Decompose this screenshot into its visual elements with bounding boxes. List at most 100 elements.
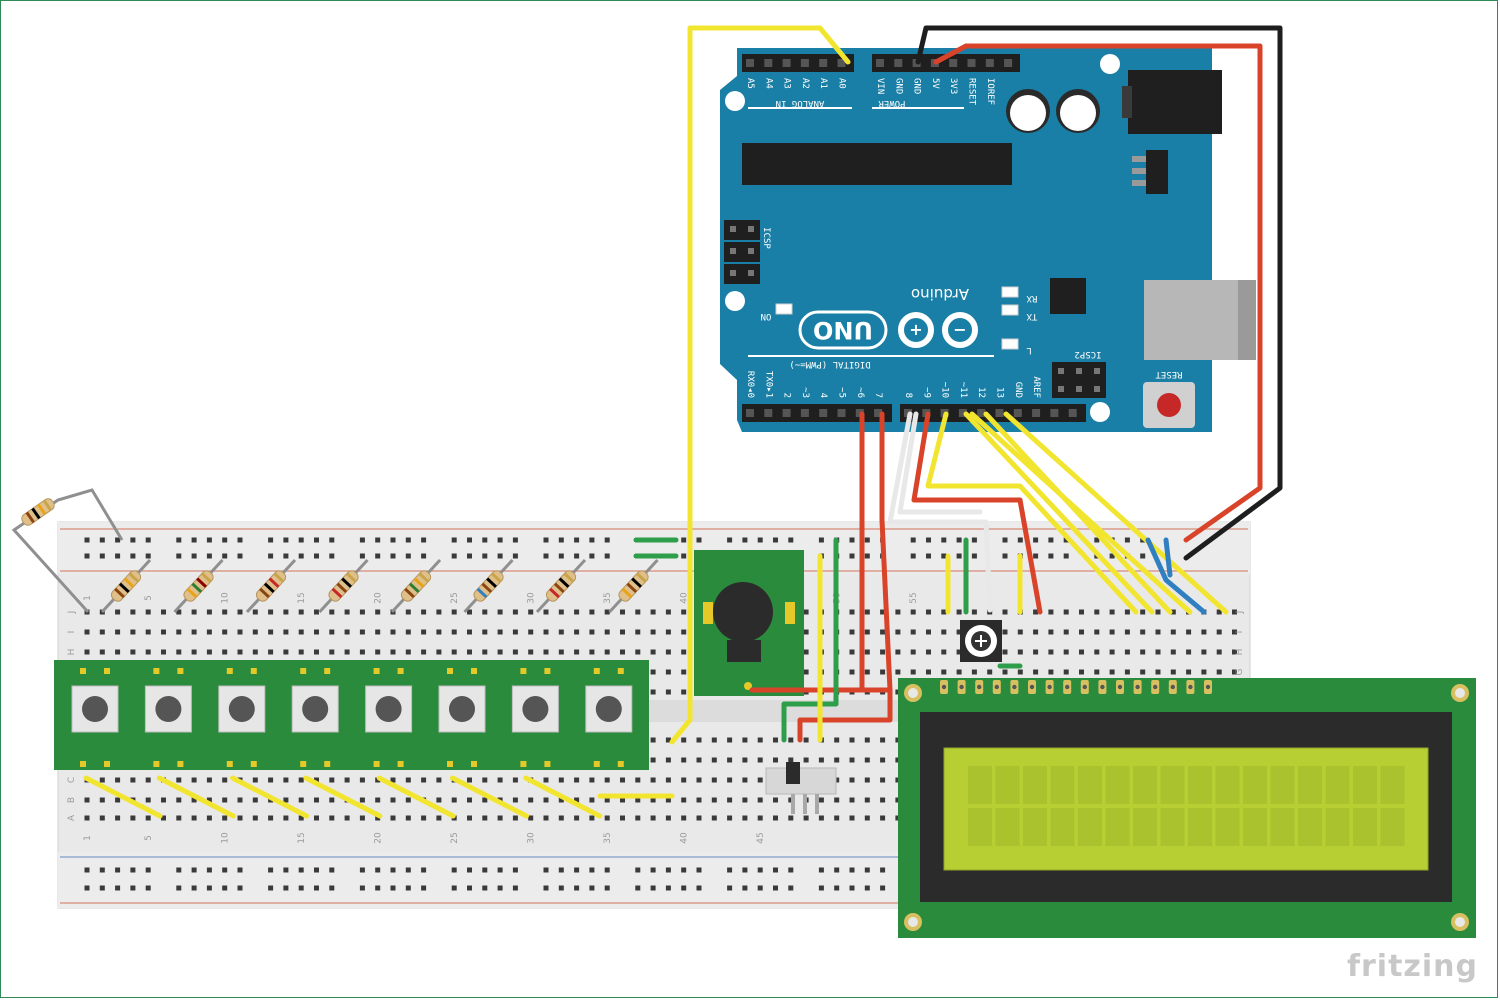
header-pin-hole <box>1068 409 1077 417</box>
breadboard-hole <box>635 629 641 635</box>
breadboard-hole <box>681 885 687 891</box>
column-number: 30 <box>527 832 537 844</box>
breadboard-hole <box>283 553 289 559</box>
breadboard-hole <box>864 737 870 743</box>
digital-pin-label: 8 <box>903 393 913 398</box>
breadboard-hole <box>574 867 580 873</box>
resistor-band <box>626 582 638 594</box>
icsp2-pin-tip <box>1076 368 1082 374</box>
breadboard-hole <box>390 553 396 559</box>
pushbutton-pad <box>447 668 453 674</box>
row-letter: C <box>67 777 77 783</box>
icsp-pin-tip <box>730 270 736 276</box>
breadboard-hole <box>206 629 212 635</box>
buzzer-pin <box>744 682 752 690</box>
breadboard-hole <box>512 885 518 891</box>
breadboard-hole <box>436 649 442 655</box>
row-letter: J <box>67 611 77 615</box>
breadboard-hole <box>803 609 809 615</box>
breadboard-hole <box>727 537 733 543</box>
breadboard-hole <box>222 553 228 559</box>
breadboard-hole <box>482 885 488 891</box>
breadboard-hole <box>436 609 442 615</box>
icsp2-pin-tip <box>1058 386 1064 392</box>
lcd-pin-hole <box>1012 684 1017 690</box>
breadboard-hole <box>1109 629 1115 635</box>
breadboard-hole <box>1170 609 1176 615</box>
breadboard-hole <box>788 797 794 803</box>
analog-label-group: A1 <box>818 78 828 89</box>
analog-pin-label: A2 <box>800 78 810 89</box>
breadboard-hole <box>681 737 687 743</box>
breadboard-hole <box>115 885 121 891</box>
breadboard-hole <box>543 629 549 635</box>
breadboard-hole <box>834 757 840 763</box>
breadboard-hole <box>375 537 381 543</box>
row-letter: G <box>1235 668 1245 675</box>
breadboard-hole <box>681 537 687 543</box>
wire-button <box>523 775 603 819</box>
breadboard-hole <box>558 885 564 891</box>
breadboard-hole <box>620 815 625 821</box>
breadboard-hole <box>99 797 105 803</box>
column-number: 10 <box>221 592 231 604</box>
icsp2-pin-tip <box>1094 386 1100 392</box>
breadboard-hole <box>344 609 350 615</box>
power-label-group: GND <box>893 78 903 94</box>
regulator-pin <box>1132 180 1146 186</box>
header-pin-hole <box>800 59 809 67</box>
analog-in-label: ANALOG IN <box>776 98 825 108</box>
resistor-band <box>336 582 348 594</box>
lcd-char-cell <box>1078 766 1102 804</box>
resistor-band <box>200 572 212 583</box>
breadboard-hole <box>237 815 243 821</box>
column-number-top: 1 <box>83 595 93 601</box>
breadboard-hole <box>864 629 870 635</box>
header-pin-hole <box>782 59 791 67</box>
breadboard-hole <box>421 553 427 559</box>
breadboard-hole <box>895 797 901 803</box>
arduino-brand-text: Arduino <box>911 285 969 303</box>
breadboard-hole <box>1094 669 1100 675</box>
breadboard-hole <box>742 797 748 803</box>
resistor-band <box>331 587 343 599</box>
breadboard-hole <box>206 777 212 783</box>
breadboard-hole <box>421 777 427 783</box>
regulator-pin <box>1132 156 1146 162</box>
breadboard-hole <box>191 797 197 803</box>
breadboard-hole <box>558 609 564 615</box>
breadboard-hole <box>711 797 717 803</box>
breadboard-hole <box>176 553 182 559</box>
resistor-band <box>118 582 130 594</box>
breadboard-hole <box>665 629 671 635</box>
breadboard-hole <box>176 867 182 873</box>
breadboard-hole <box>99 867 105 873</box>
breadboard-hole <box>145 815 151 821</box>
power-label-group: GND <box>912 78 922 94</box>
pushbutton-pad <box>177 668 184 674</box>
breadboard-hole <box>298 609 304 615</box>
breadboard-hole <box>115 777 121 783</box>
row-letter-right: I <box>1235 631 1245 634</box>
potentiometer <box>960 620 1002 662</box>
breadboard-hole <box>237 885 243 891</box>
breadboard-hole <box>880 609 886 615</box>
breadboard-hole <box>1140 553 1146 559</box>
breadboard-hole <box>497 867 503 873</box>
breadboard-hole <box>191 815 197 821</box>
breadboard-hole <box>941 669 947 675</box>
breadboard-hole <box>314 609 319 615</box>
header-pin-hole <box>894 59 903 67</box>
breadboard-hole <box>1140 609 1146 615</box>
breadboard-hole <box>1063 537 1069 543</box>
lcd-char-cell <box>1325 766 1350 804</box>
breadboard-hole <box>359 649 365 655</box>
breadboard-hole <box>681 669 687 675</box>
breadboard-hole <box>711 815 717 821</box>
lcd-char-cell <box>1160 808 1185 846</box>
wire-button <box>156 775 236 819</box>
breadboard-hole <box>803 629 809 635</box>
breadboard-hole <box>1002 669 1008 675</box>
breadboard-hole <box>727 885 733 891</box>
